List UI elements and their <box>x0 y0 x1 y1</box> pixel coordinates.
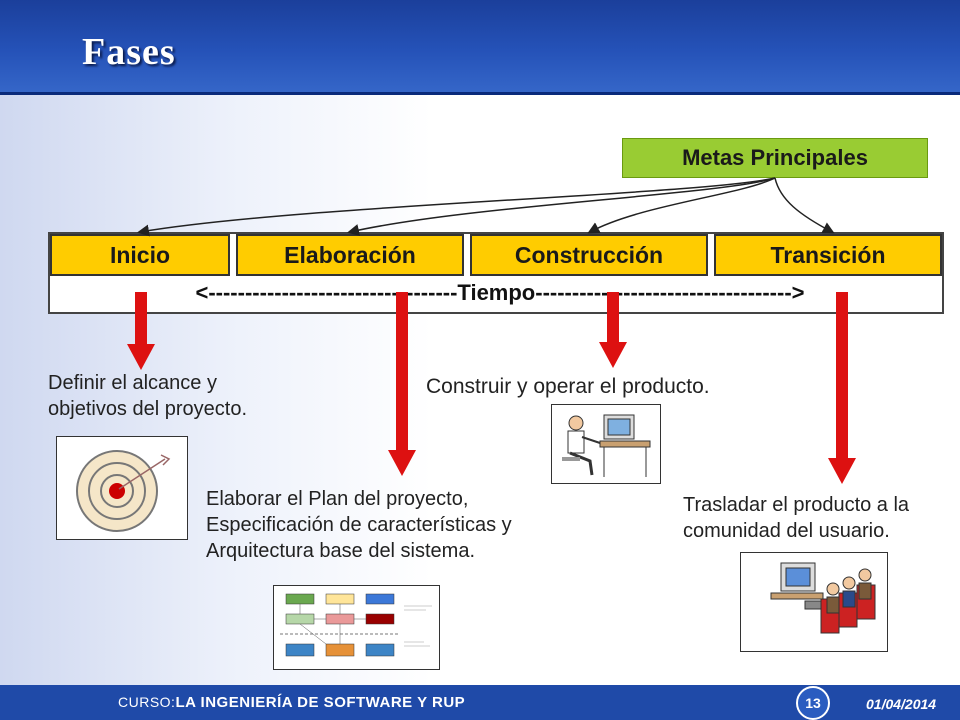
architecture-diagram-image <box>273 585 440 670</box>
red-arrow-transicion <box>828 292 856 484</box>
connector-inicio <box>137 177 776 237</box>
header-stripe <box>0 92 960 95</box>
footer-course-name: LA INGENIERÍA DE SOFTWARE Y RUP <box>175 694 466 711</box>
phase-elaboracion: Elaboración <box>236 234 464 276</box>
connector-construccion <box>587 177 776 234</box>
presentation-audience-image <box>740 552 888 652</box>
connector-elaboracion <box>347 177 776 236</box>
footer-date: 01/04/2014 <box>866 696 937 712</box>
phase-inicio: Inicio <box>50 234 230 276</box>
slide-header <box>0 0 960 92</box>
red-arrow-inicio <box>127 292 155 370</box>
target-image <box>56 436 188 540</box>
page-number-badge: 13 <box>796 686 830 720</box>
caption-elaboracion: Elaborar el Plan del proyecto, Especific… <box>206 488 512 562</box>
red-arrow-elaboracion <box>388 292 416 476</box>
phase-construccion: Construcción <box>470 234 708 276</box>
computer-worker-image <box>551 404 661 484</box>
caption-inicio: Definir el alcance y objetivos del proye… <box>48 372 248 420</box>
footer-course: CURSO:LA INGENIERÍA DE SOFTWARE Y RUP <box>118 694 465 711</box>
goals-box: Metas Principales <box>622 138 928 178</box>
caption-construccion: Construir y operar el producto. <box>426 375 710 398</box>
connector-transicion <box>774 177 835 234</box>
phase-transicion: Transición <box>714 234 942 276</box>
caption-transicion: Trasladar el producto a la comunidad del… <box>683 494 910 542</box>
red-arrow-construccion <box>599 292 627 368</box>
footer-course-prefix: CURSO: <box>118 694 176 710</box>
slide-title: Fases <box>82 31 176 73</box>
timeline-label: <----------------------------------Tiemp… <box>195 280 805 305</box>
